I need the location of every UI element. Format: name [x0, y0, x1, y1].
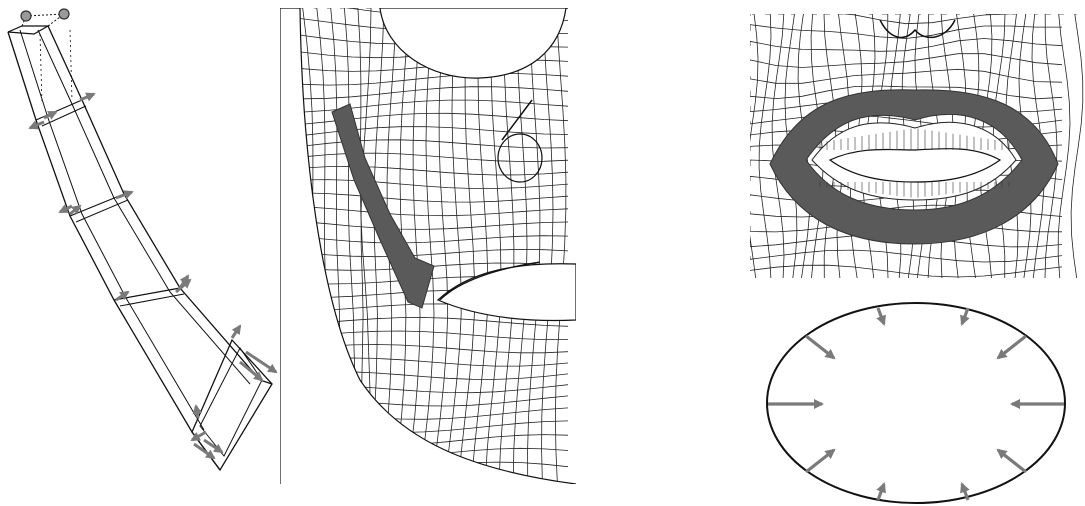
mesh-line [528, 8, 540, 484]
mesh-line [280, 127, 568, 138]
mesh-line [280, 206, 568, 216]
mesh-line [280, 220, 568, 229]
face-mesh-cheek [280, 1, 576, 500]
force-arrow [232, 326, 240, 338]
mesh-line [485, 8, 501, 484]
inward-force-arrow [998, 336, 1026, 358]
mesh-line [555, 8, 566, 484]
inward-force-arrow [962, 308, 968, 324]
mesh-line [1071, 14, 1083, 278]
mouth-opening [438, 264, 576, 321]
mesh-line [280, 113, 568, 125]
mesh-line [471, 8, 488, 484]
control-link [26, 14, 64, 16]
mesh-line [419, 8, 434, 484]
mesh-line [432, 8, 448, 484]
tube-edge-left [8, 32, 220, 470]
sphincter-force-diagram [767, 303, 1065, 503]
inward-force-arrow [998, 450, 1026, 472]
mesh-line [280, 235, 568, 243]
tube-cross-section [120, 294, 184, 306]
mesh-line [750, 54, 1062, 68]
inward-force-arrow [806, 336, 834, 358]
mesh-line [458, 8, 474, 484]
force-arrow [44, 112, 56, 118]
mesh-line [445, 8, 461, 484]
force-arrow [60, 206, 72, 212]
force-arrows [768, 308, 1064, 500]
control-point [59, 9, 69, 19]
force-arrow [80, 94, 94, 100]
linear-muscle-region [332, 104, 434, 308]
mesh-line [280, 249, 568, 256]
force-arrow [196, 406, 198, 418]
tube-edge-left-inner [20, 30, 204, 430]
mesh-line [1058, 14, 1070, 278]
mesh-line [750, 250, 1062, 262]
tube-end-box-inner [200, 348, 262, 456]
hidden-edge [70, 30, 72, 100]
mesh-line [280, 153, 568, 161]
mesh-line [750, 69, 1062, 83]
inward-force-arrow [878, 308, 884, 324]
force-arrow [192, 432, 206, 440]
inward-force-arrow [806, 450, 834, 472]
inward-force-arrow [878, 484, 884, 500]
muscle-segment-model [8, 9, 276, 470]
face-mesh-mouth [746, 11, 1083, 278]
control-point [21, 11, 31, 21]
mesh-line [280, 140, 568, 149]
mesh-line [280, 87, 568, 99]
nostril-opening [380, 8, 566, 78]
mesh-line [280, 193, 568, 202]
tube-top-cap [8, 26, 48, 34]
mesh-line [542, 8, 553, 484]
